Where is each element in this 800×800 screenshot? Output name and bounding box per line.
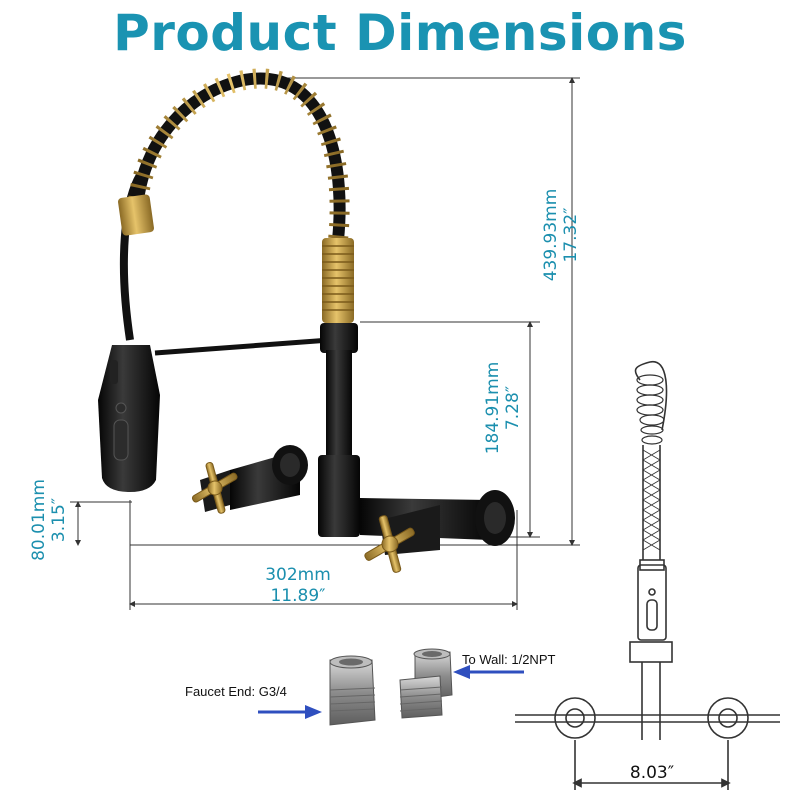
svg-text:17.32″: 17.32″ — [561, 207, 581, 262]
to-wall-label: To Wall: 1/2NPT — [462, 652, 555, 667]
spout-height-label: 184.91mm 7.28″ — [483, 362, 523, 455]
dimension-lines — [70, 77, 580, 610]
adapter-faucet-end — [329, 655, 376, 726]
svg-text:80.01mm: 80.01mm — [29, 479, 49, 561]
handle-height-label: 80.01mm 3.15″ — [29, 479, 69, 561]
faucet-line-drawing — [515, 361, 780, 790]
adapter-to-wall — [399, 648, 453, 719]
faucet-end-label: Faucet End: G3/4 — [185, 684, 287, 699]
arrow-to-wall — [453, 665, 524, 679]
svg-text:3.15″: 3.15″ — [49, 498, 69, 542]
page-title: Product Dimensions — [113, 4, 687, 62]
svg-text:439.93mm: 439.93mm — [541, 189, 561, 282]
faucet-illustration — [98, 68, 515, 573]
reach-mm-label: 302mm — [265, 565, 331, 585]
arrow-faucet-end — [258, 705, 322, 719]
svg-text:184.91mm: 184.91mm — [483, 362, 503, 455]
reach-in-label: 11.89″ — [270, 586, 325, 606]
center-spacing-label: 8.03″ — [630, 763, 674, 783]
svg-text:7.28″: 7.28″ — [503, 386, 523, 430]
height-total-label: 439.93mm 17.32″ — [541, 189, 581, 282]
